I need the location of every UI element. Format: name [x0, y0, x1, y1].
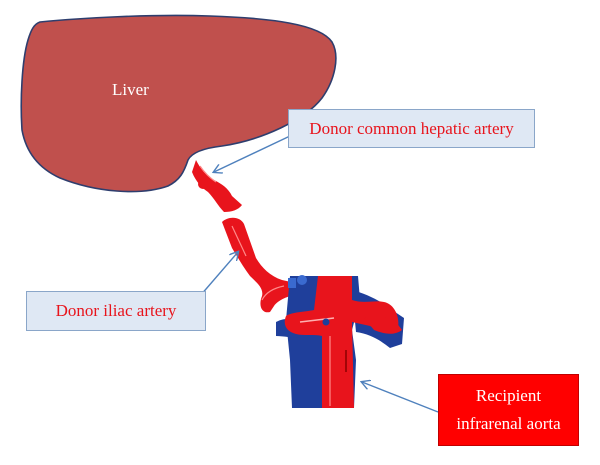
- donor-iliac-artery: [222, 217, 300, 313]
- callout-donor-common-hepatic-artery: Donor common hepatic artery: [288, 109, 535, 148]
- callout-donor-iliac-artery: Donor iliac artery: [26, 291, 206, 331]
- liver-shape: [20, 14, 337, 193]
- callout-text-aorta-line2: infrarenal aorta: [456, 414, 561, 433]
- callout-text-hepatic: Donor common hepatic artery: [309, 118, 514, 138]
- arrow-iliac: [199, 252, 238, 297]
- liver-label: Liver: [112, 80, 149, 99]
- arrow-hepatic: [214, 135, 291, 172]
- recipient-vessels: [276, 275, 404, 408]
- callout-recipient-infrarenal-aorta: Recipient infrarenal aorta: [438, 374, 579, 446]
- callout-text-iliac: Donor iliac artery: [55, 301, 177, 320]
- arrow-aorta: [362, 382, 439, 413]
- donor-common-hepatic-artery: [192, 160, 242, 212]
- callout-text-aorta-line1: Recipient: [475, 386, 542, 405]
